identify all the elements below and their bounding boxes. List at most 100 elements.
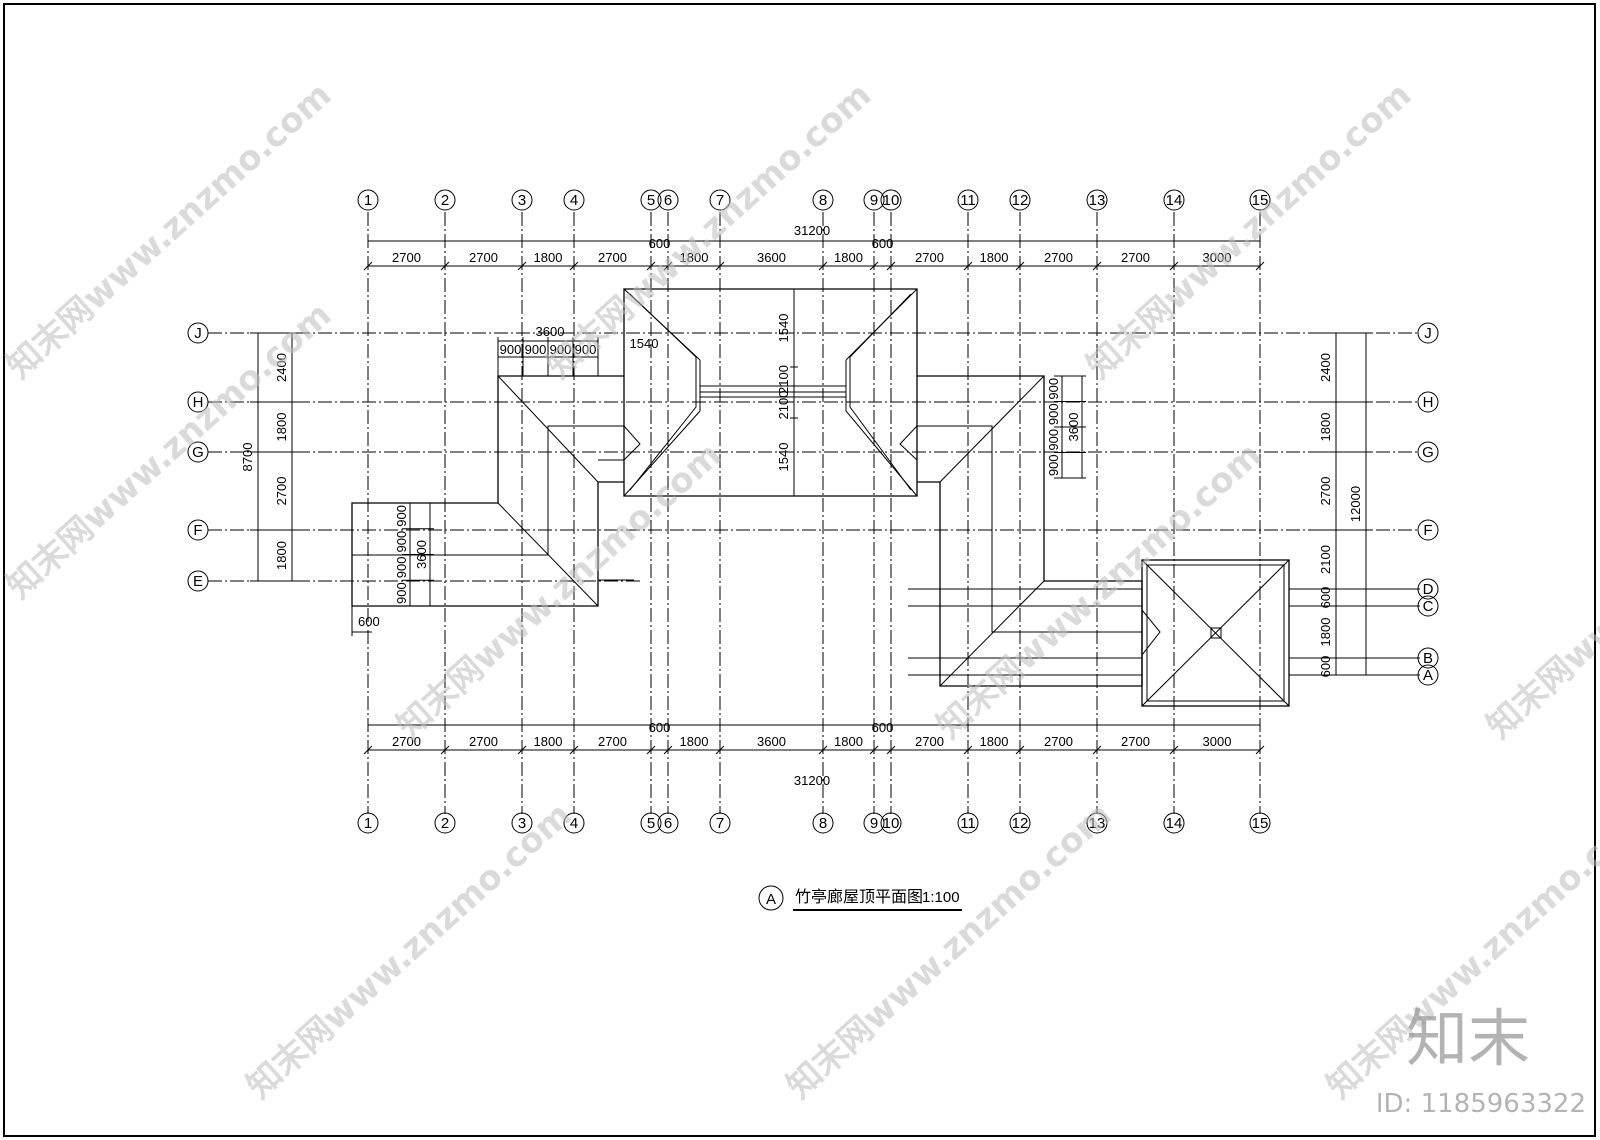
grid-label-row-H: H [1423,394,1434,411]
grid-bubble-col-1 [357,189,379,211]
grid-label-col-12: 12 [1012,815,1029,832]
grid-bubble-col-15 [1249,812,1271,834]
dim-span-6: 1800 [680,250,709,265]
dim-tick [1092,261,1102,271]
right-dim-span: 600 [1318,587,1333,609]
grid-label-row-J: J [1424,325,1432,342]
dim-tick [1255,745,1265,755]
grid-label-row-G: G [192,444,204,461]
dim-tick [1169,745,1179,755]
grid-label-col-9: 9 [870,192,878,209]
left-wing-segment-unit: 900 [394,582,409,604]
grid-label-col-6: 6 [664,192,672,209]
left-dim-span: 2400 [274,353,289,382]
dim-tick [715,745,725,755]
grid-bubble-row-G [1417,441,1439,463]
svg-text:知末网www.znzmo.com: 知末网www.znzmo.com [1479,435,1600,747]
grid-bubble-col-13 [1086,189,1108,211]
right-dim-span: 1800 [1318,413,1333,442]
grid-bubble-col-14 [1163,189,1185,211]
grid-label-col-15: 15 [1252,192,1269,209]
grid-bubble-col-7 [709,189,731,211]
grid-label-col-5: 5 [647,192,655,209]
dim-tick [818,261,828,271]
grid-label-row-A: A [1423,667,1433,684]
grid-label-col-10: 10 [883,815,900,832]
center-dim-span: 2100 [776,391,791,420]
dim-span-1: 2700 [392,734,421,749]
dim-tick [818,745,828,755]
grid-bubble-col-8 [812,189,834,211]
grid-label-row-B: B [1423,650,1433,667]
dim-span-10: 2700 [915,250,944,265]
grid-bubble-col-3 [511,812,533,834]
grid-bubble-col-14 [1163,812,1185,834]
left-wing-segment-unit: 900 [394,505,409,527]
grid-label-col-9: 9 [870,815,878,832]
right-wing-segment-unit: 900 [1046,403,1061,425]
left-wing-segment-unit: 900 [394,557,409,579]
right-dim-total-label: 12000 [1348,486,1363,522]
grid-bubble-col-5 [640,812,662,834]
grid-bubble-col-10 [880,812,902,834]
dim-span-1: 2700 [392,250,421,265]
left-dim-total-label: 8700 [240,443,255,472]
segment-unit-label: 900 [575,342,597,357]
grid-label-col-13: 13 [1089,192,1106,209]
dim-tick [1092,745,1102,755]
total-width-bottom: 31200 [794,773,830,788]
left-wing-segment-unit: 900 [394,531,409,553]
grid-bubble-row-J [187,322,209,344]
svg-text:知末网www.znzmo.com: 知末网www.znzmo.com [389,435,729,747]
grid-bubble-col-11 [957,812,979,834]
dim-span-2: 2700 [469,734,498,749]
grid-bubble-col-2 [434,812,456,834]
dim-tick [646,261,656,271]
roof-outline [351,288,1420,707]
grid-label-row-H: H [193,394,204,411]
drawing-scale: 1:100 [922,889,960,906]
brand-logo: 知末 [1406,1002,1530,1075]
grid-label-row-G: G [1422,444,1434,461]
grid-label-row-E: E [193,573,203,590]
dim-span-10: 2700 [915,734,944,749]
right-dim-span: 2400 [1318,353,1333,382]
dim-tick [569,261,579,271]
grid-bubble-col-4 [563,812,585,834]
right-dim-span: 2100 [1318,545,1333,574]
dim-tick [363,745,373,755]
dim-span-13: 2700 [1121,250,1150,265]
grid-label-col-12: 12 [1012,192,1029,209]
grid-bubble-col-11 [957,189,979,211]
dim-tick [963,745,973,755]
grid-axis-lines [208,212,1418,814]
dim-tick [517,261,527,271]
side-1540-label: 1540 [630,336,659,351]
dim-tick [569,745,579,755]
grid-bubble-col-7 [709,812,731,834]
corner-pavilion-roof [1141,559,1290,707]
grid-bubble-row-H [187,391,209,413]
grid-bubble-row-E [187,570,209,592]
grid-label-col-6: 6 [664,815,672,832]
grid-label-col-1: 1 [364,192,372,209]
grid-bubble-row-C [1417,595,1439,617]
left-segment-total: 3600 [536,324,565,339]
dim-tick [869,745,879,755]
grid-bubble-col-5 [640,189,662,211]
dim-span-12: 2700 [1044,250,1073,265]
grid-bubble-col-8 [812,812,834,834]
sheet-border [3,3,1596,1137]
dim-span-14: 3000 [1203,250,1232,265]
dim-tick [869,261,879,271]
total-width-top: 31200 [794,223,830,238]
dim-span-9: 600 [872,720,894,735]
grid-label-col-8: 8 [819,192,827,209]
dimension-lines: 2700 2700 1800 2700 600 1800 3600 1800 600 2700 18… [240,236,1372,755]
grid-label-col-3: 3 [518,192,526,209]
dim-span-3: 1800 [534,734,563,749]
dim-span-11: 1800 [980,734,1009,749]
grid-bubble-row-A [1417,664,1439,686]
dim-tick [963,261,973,271]
